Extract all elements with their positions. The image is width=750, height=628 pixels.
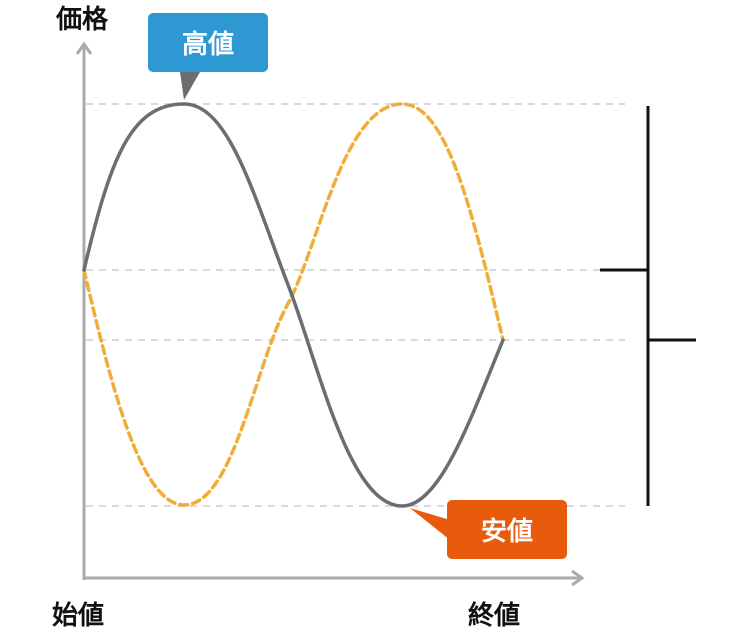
low-callout-pointer [410,508,450,540]
y-axis-label: 価格 [55,4,109,35]
low-callout-box [447,500,567,559]
low-callout: 安値 [410,500,567,559]
y-axis-arrowhead [75,41,93,55]
high-callout-label: 高値 [182,29,234,60]
x-start-label: 始値 [52,601,104,628]
x-axis-arrowhead [571,569,585,587]
low-callout-label: 安値 [481,517,533,547]
high-callout-box [148,13,268,72]
x-end-label: 終値 [468,600,520,628]
solid-price-curve [82,102,505,508]
dashed-price-curve [82,102,505,507]
high-callout: 高値 [148,13,268,100]
high-callout-pointer [180,72,200,100]
